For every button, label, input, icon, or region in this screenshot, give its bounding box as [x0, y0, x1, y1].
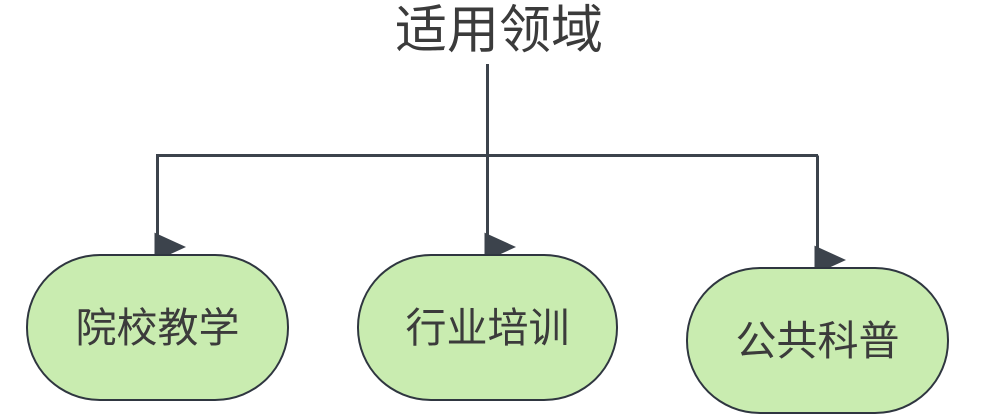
- node-行业培训[interactable]: 行业培训: [357, 254, 618, 401]
- root-node-title: 适用领域: [394, 2, 603, 60]
- node-label: 行业培训: [405, 304, 570, 351]
- node-label: 院校教学: [75, 304, 240, 351]
- node-院校教学[interactable]: 院校教学: [26, 254, 289, 401]
- node-公共科普[interactable]: 公共科普: [686, 267, 949, 414]
- node-label: 公共科普: [735, 317, 900, 364]
